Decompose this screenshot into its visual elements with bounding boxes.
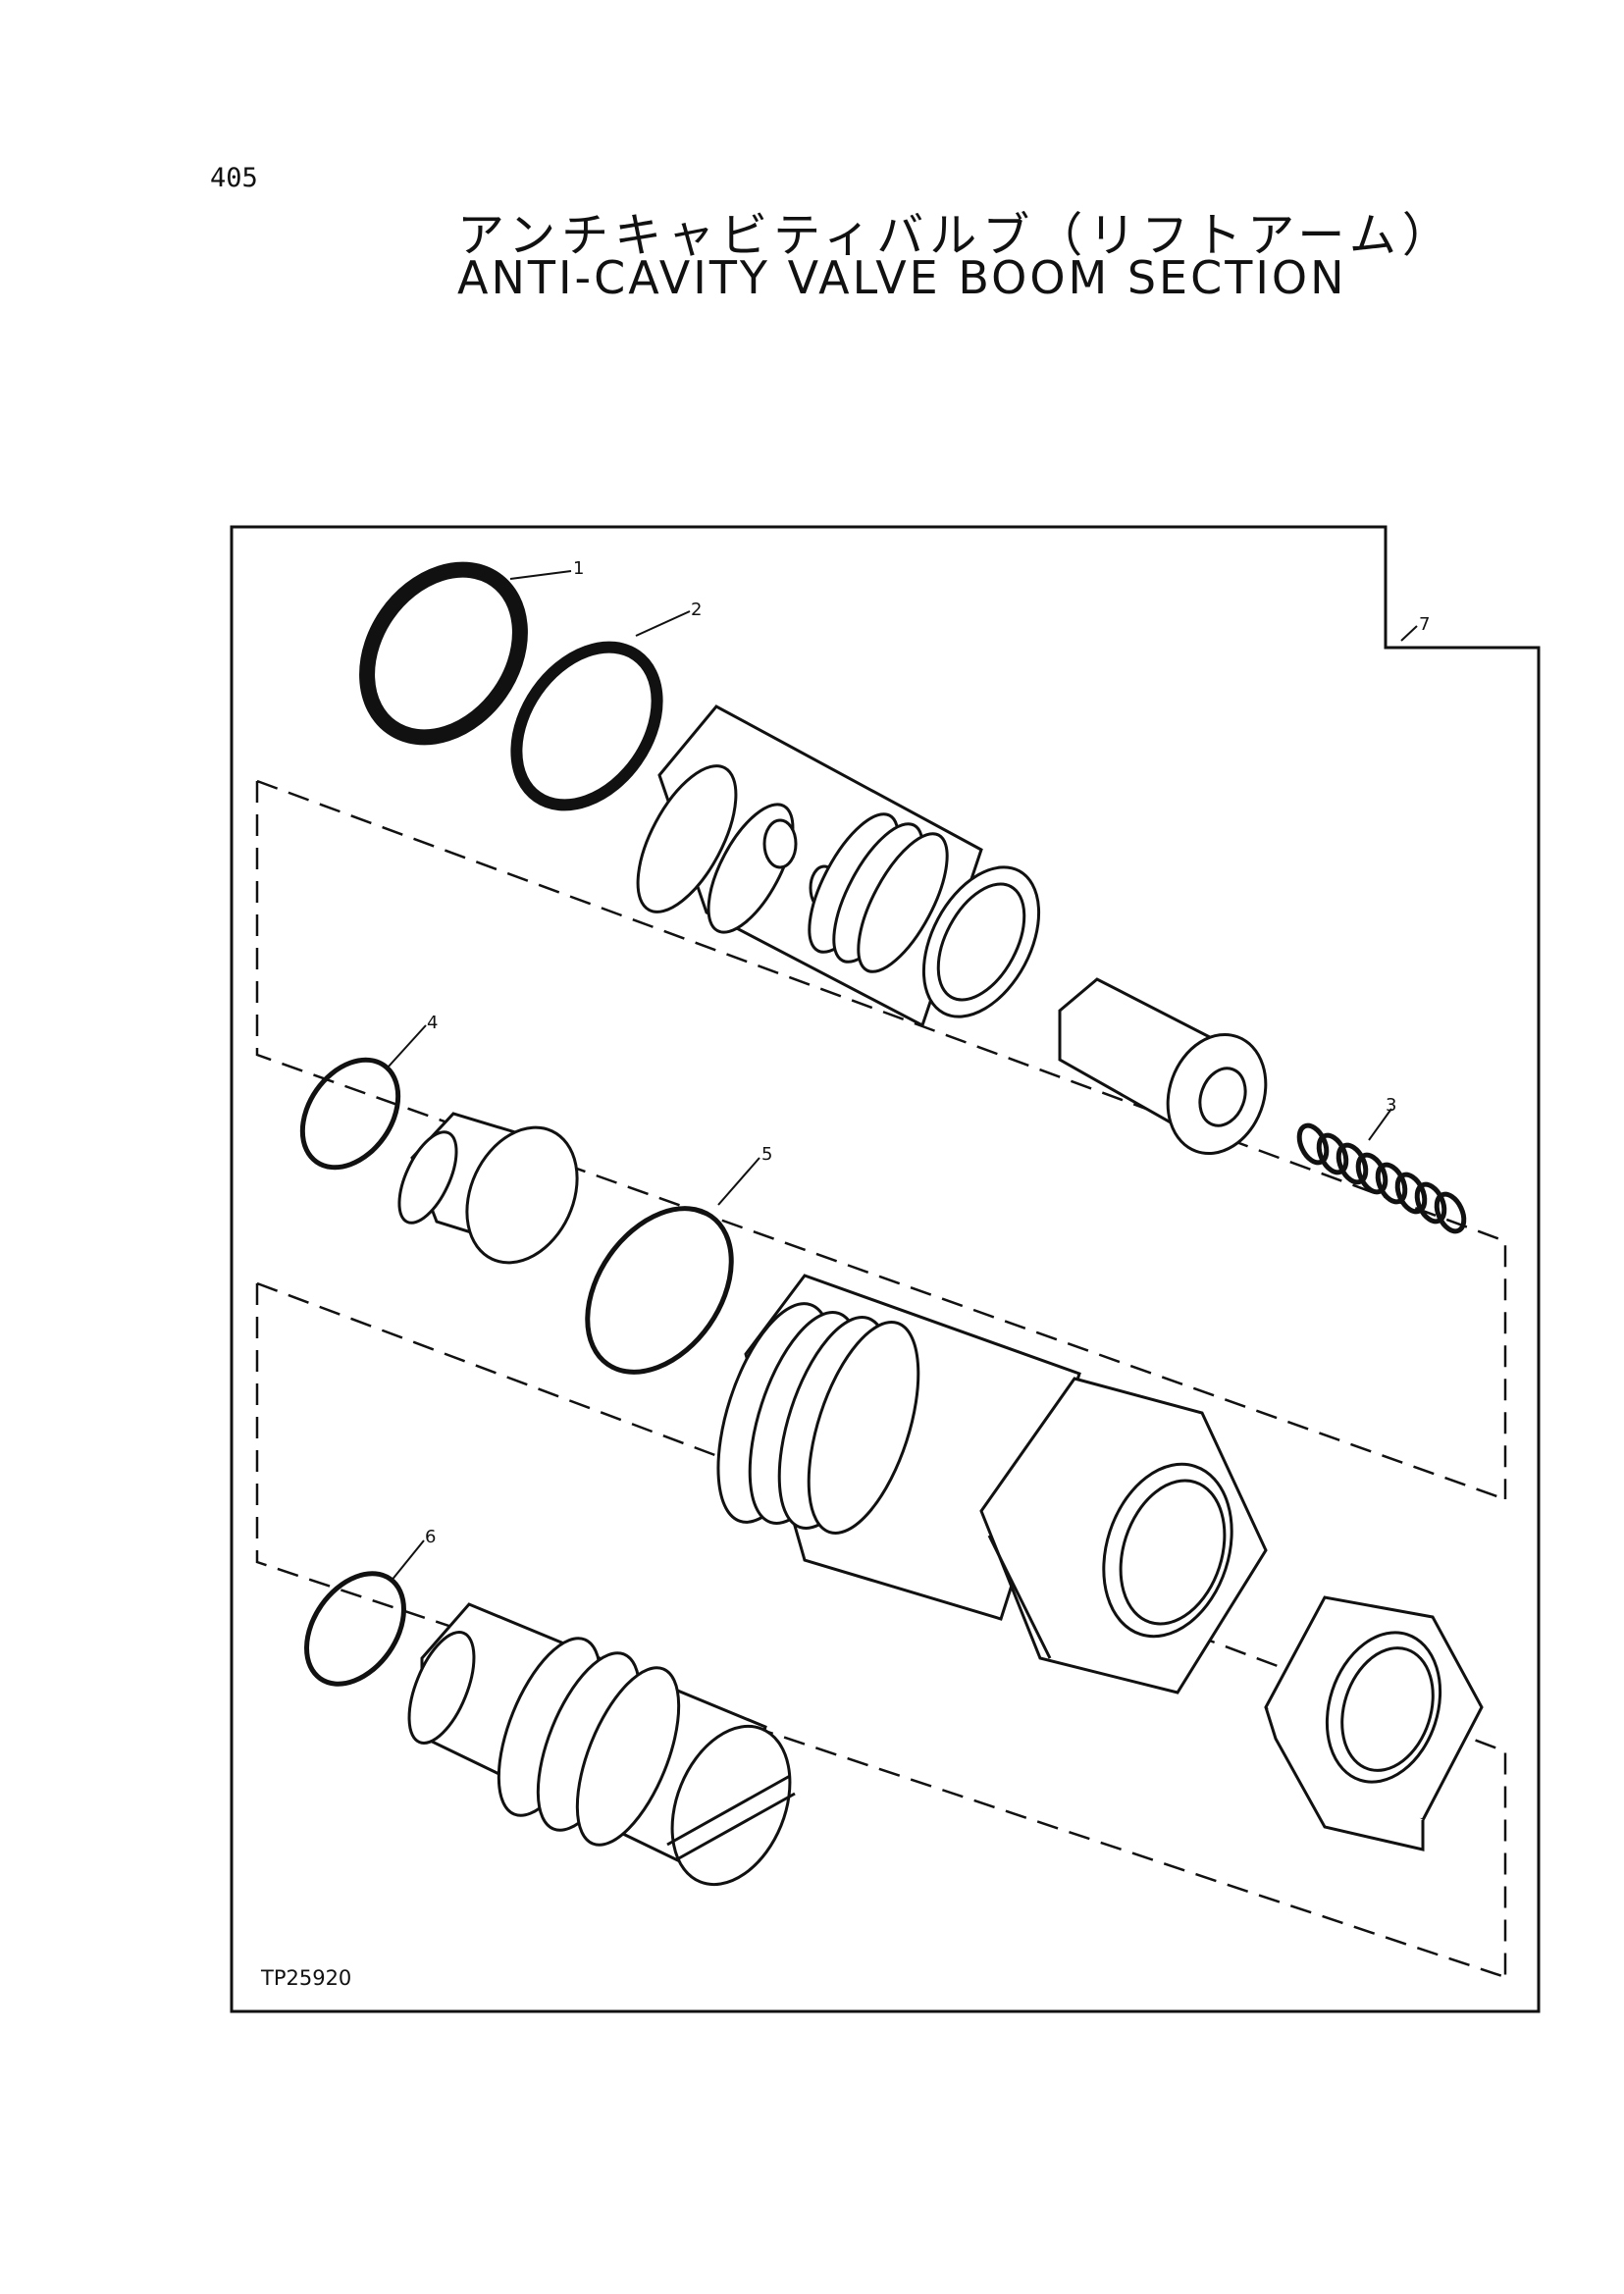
figure-code: TP25920 xyxy=(260,1966,351,1990)
callout-4: 4 xyxy=(427,1013,438,1033)
poppet xyxy=(1058,977,1268,1156)
group-outline-upper xyxy=(255,779,1507,1501)
page-number: 405 xyxy=(210,163,258,193)
callout-5: 5 xyxy=(761,1144,772,1165)
page-title-english: ANTI-CAVITY VALVE BOOM SECTION xyxy=(457,251,1347,304)
lock-nut xyxy=(1264,1595,1484,1851)
plug xyxy=(397,1112,579,1265)
part-3-spring xyxy=(1296,1122,1467,1234)
part-5-o-ring xyxy=(585,1206,734,1375)
adjusting-screw xyxy=(407,1602,796,1887)
callout-7: 7 xyxy=(1419,614,1430,635)
callout-3: 3 xyxy=(1386,1095,1396,1116)
valve-body xyxy=(716,1274,1268,1694)
part-2-backup-ring xyxy=(510,641,663,811)
callout-2: 2 xyxy=(691,600,702,620)
callout-6: 6 xyxy=(425,1527,436,1547)
part-4-o-ring xyxy=(299,1057,401,1171)
part-6-o-ring xyxy=(304,1571,406,1687)
part-1-o-ring xyxy=(359,561,528,746)
group-outline-lower xyxy=(255,1281,1507,1979)
valve-sleeve xyxy=(636,704,1041,1028)
callout-leaders xyxy=(387,570,1418,1583)
callout-1: 1 xyxy=(573,558,584,579)
diagram-frame xyxy=(230,525,1541,2013)
page-title-japanese: アンチキャビティバルブ（リフトアーム） xyxy=(457,208,1455,263)
